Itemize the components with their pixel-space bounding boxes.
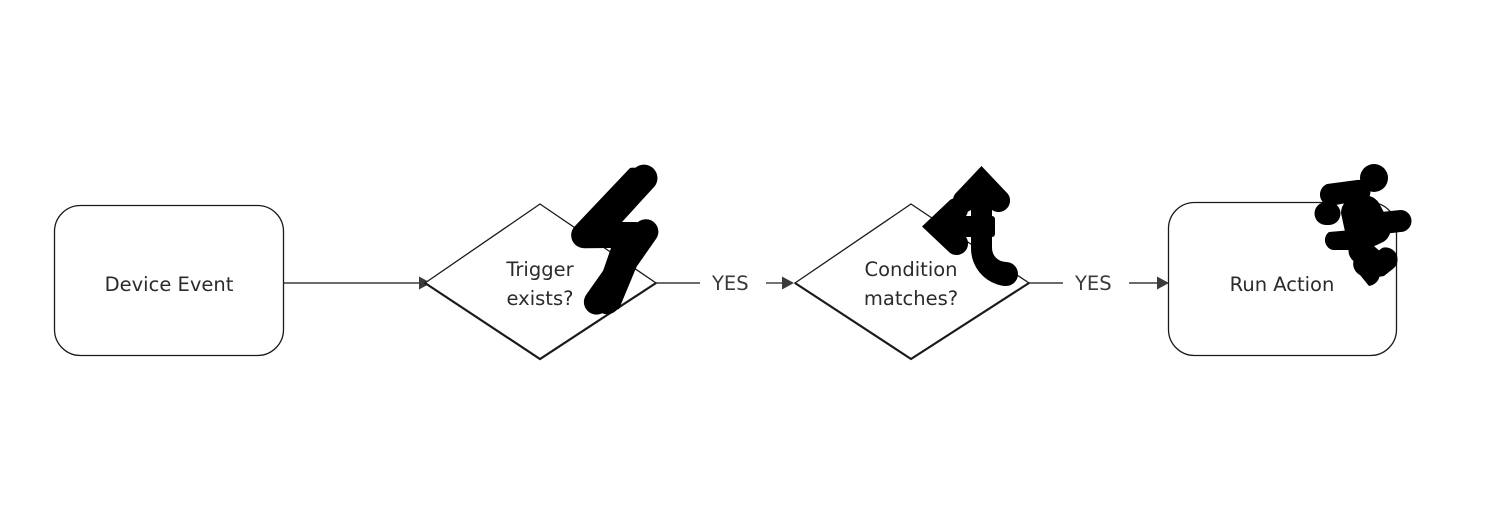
- node-trigger-exists-label-line-1: Trigger: [505, 258, 574, 281]
- edge-3-arrowhead: [1157, 276, 1169, 290]
- edge-2-arrowhead: [782, 276, 794, 290]
- lightning-bolt-icon: [571, 164, 659, 315]
- node-trigger-exists-label-line-2: exists?: [507, 287, 574, 310]
- node-device-event[interactable]: Device Event: [53, 204, 285, 357]
- edge-trigger-to-condition: YES: [656, 272, 794, 295]
- node-condition-matches[interactable]: Condition matches?: [793, 203, 1031, 361]
- node-condition-matches-label-line-2: matches?: [864, 287, 958, 310]
- edge-device-event-to-trigger: [284, 276, 431, 290]
- running-person-icon: [1314, 164, 1412, 286]
- fork-directions-icon: [922, 166, 1018, 286]
- node-run-action-label: Run Action: [1230, 273, 1335, 296]
- node-device-event-label: Device Event: [105, 273, 234, 296]
- edge-condition-to-run-action: YES: [1029, 272, 1169, 295]
- node-device-event-shape[interactable]: [53, 204, 285, 357]
- edge-3-label: YES: [1074, 272, 1112, 295]
- edge-2-label: YES: [711, 272, 749, 295]
- node-condition-matches-label-line-1: Condition: [864, 258, 957, 281]
- node-condition-matches-shape-bottom: [794, 282, 1030, 361]
